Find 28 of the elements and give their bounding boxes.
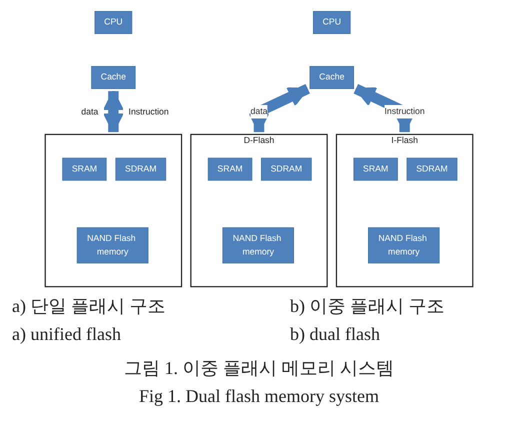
component-box: CPU — [312, 11, 351, 34]
component-box: CPU — [94, 11, 132, 34]
component-box: SDRAM — [115, 158, 166, 181]
edge-label: data — [250, 105, 268, 118]
component-box: Cache — [91, 66, 136, 90]
text-label: data — [81, 106, 98, 116]
frame-title: D-Flash — [244, 136, 274, 146]
component-box: SRAM — [62, 158, 107, 181]
double-arrow — [354, 84, 415, 134]
component-box: SRAM — [208, 158, 252, 181]
subfigure-caption: b) dual flash — [290, 323, 380, 345]
component-box: NAND Flash memory — [76, 227, 148, 264]
figure-caption: Fig 1. Dual flash memory system — [139, 385, 379, 407]
subfigure-caption: a) 단일 플래시 구조 — [12, 295, 166, 317]
double-arrow — [248, 84, 310, 134]
component-box: SRAM — [353, 158, 398, 181]
double-arrow — [103, 90, 124, 134]
frame-title: I-Flash — [391, 136, 418, 146]
component-box: SDRAM — [406, 158, 458, 181]
subfigure-caption: b) 이중 플래시 구조 — [290, 295, 444, 317]
component-box: SDRAM — [261, 158, 312, 181]
edge-label: Instruction — [384, 105, 425, 118]
component-box: NAND Flash memory — [368, 227, 440, 264]
component-box: Cache — [310, 66, 354, 90]
component-box: NAND Flash memory — [222, 227, 294, 264]
subfigure-caption: a) unified flash — [12, 323, 121, 345]
figure-caption: 그림 1. 이중 플래시 메모리 시스템 — [124, 357, 394, 379]
text-label: Instruction — [128, 106, 169, 116]
